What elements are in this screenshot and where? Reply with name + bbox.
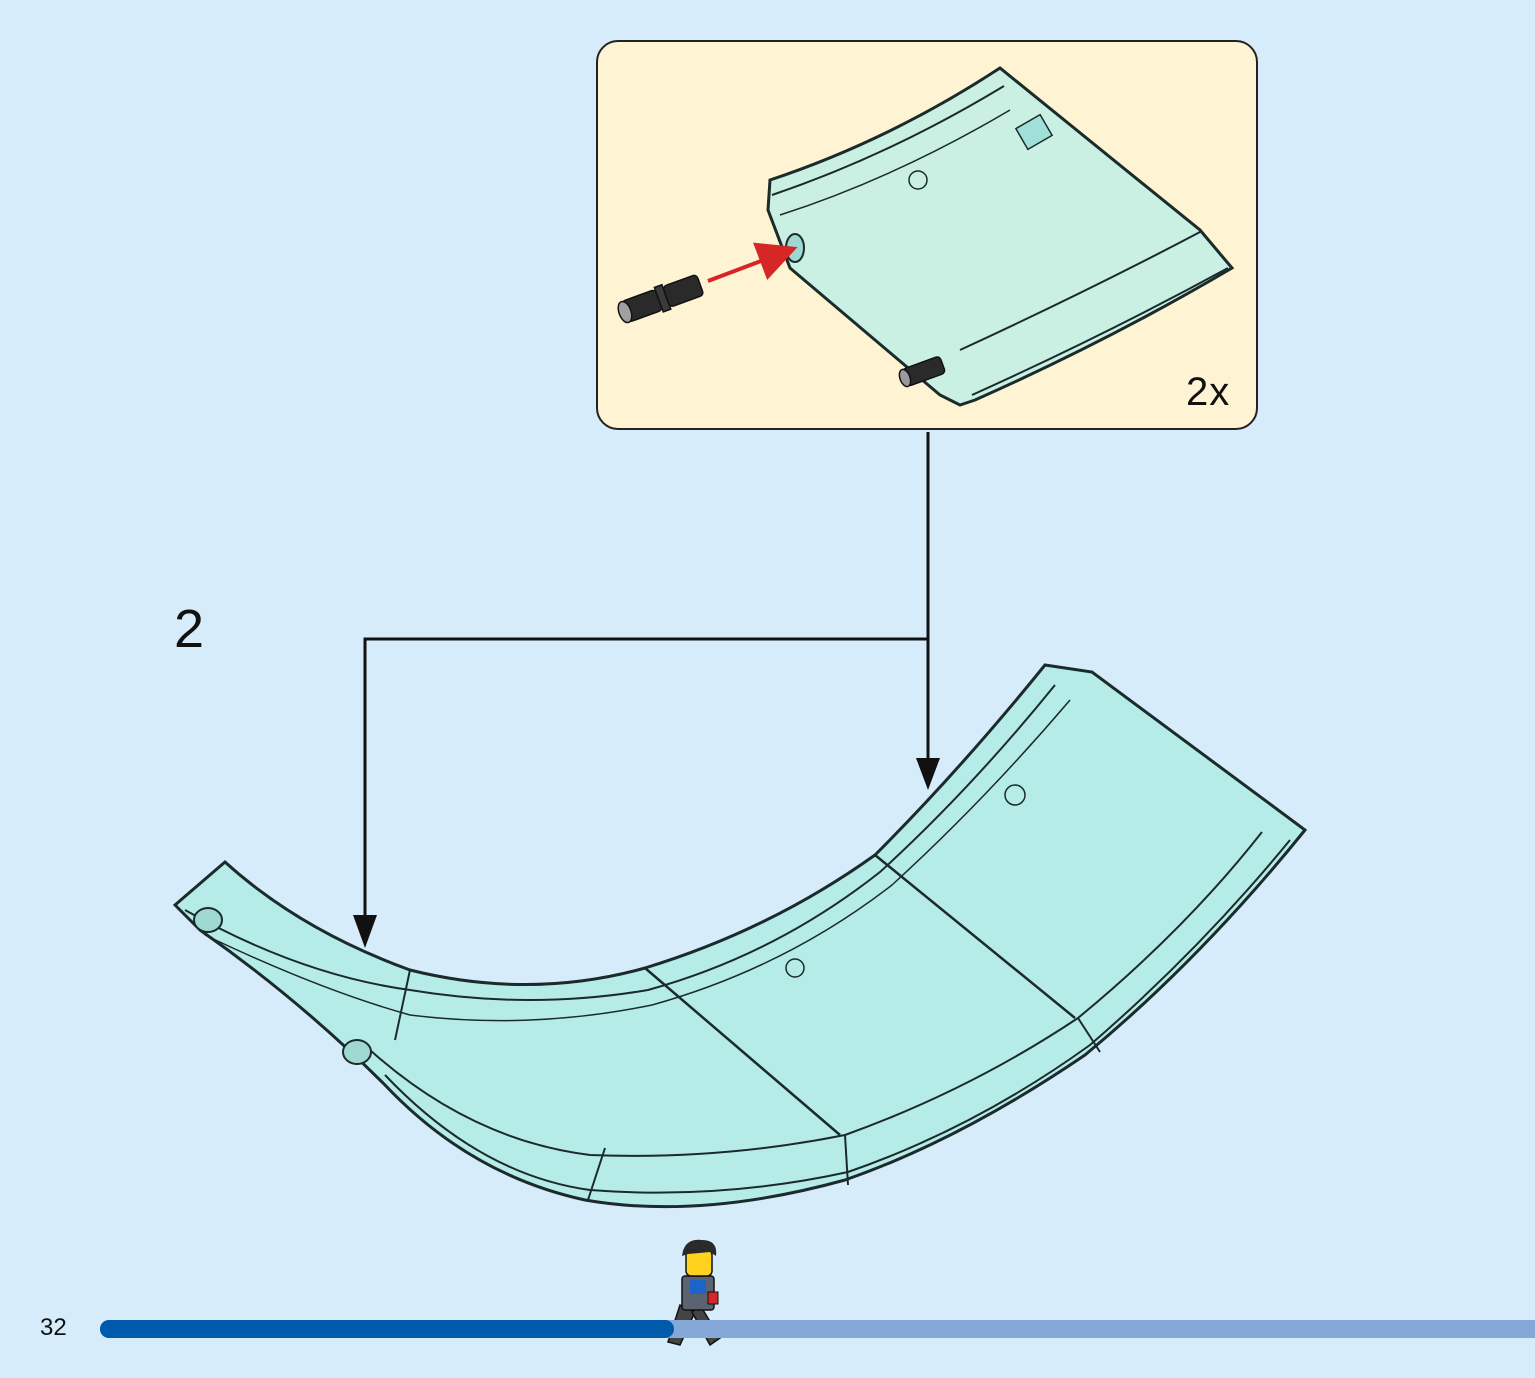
quantity-multiplier: 2x: [1186, 370, 1231, 414]
technic-pin-icon: [617, 274, 704, 324]
arrow-head: [353, 915, 377, 948]
technic-pin-icon: [785, 233, 946, 388]
progress-bar: [100, 1320, 1535, 1338]
curved-panel-assembly: [172, 663, 1308, 1209]
insert-direction-arrow: [707, 242, 798, 283]
step-number: 2: [174, 599, 205, 659]
curved-glass-panel: [766, 66, 1235, 407]
placement-arrows: [363, 432, 930, 925]
page-number: 32: [40, 1314, 67, 1341]
arrow-head: [916, 758, 940, 790]
progress-bar-fill: [100, 1320, 674, 1338]
